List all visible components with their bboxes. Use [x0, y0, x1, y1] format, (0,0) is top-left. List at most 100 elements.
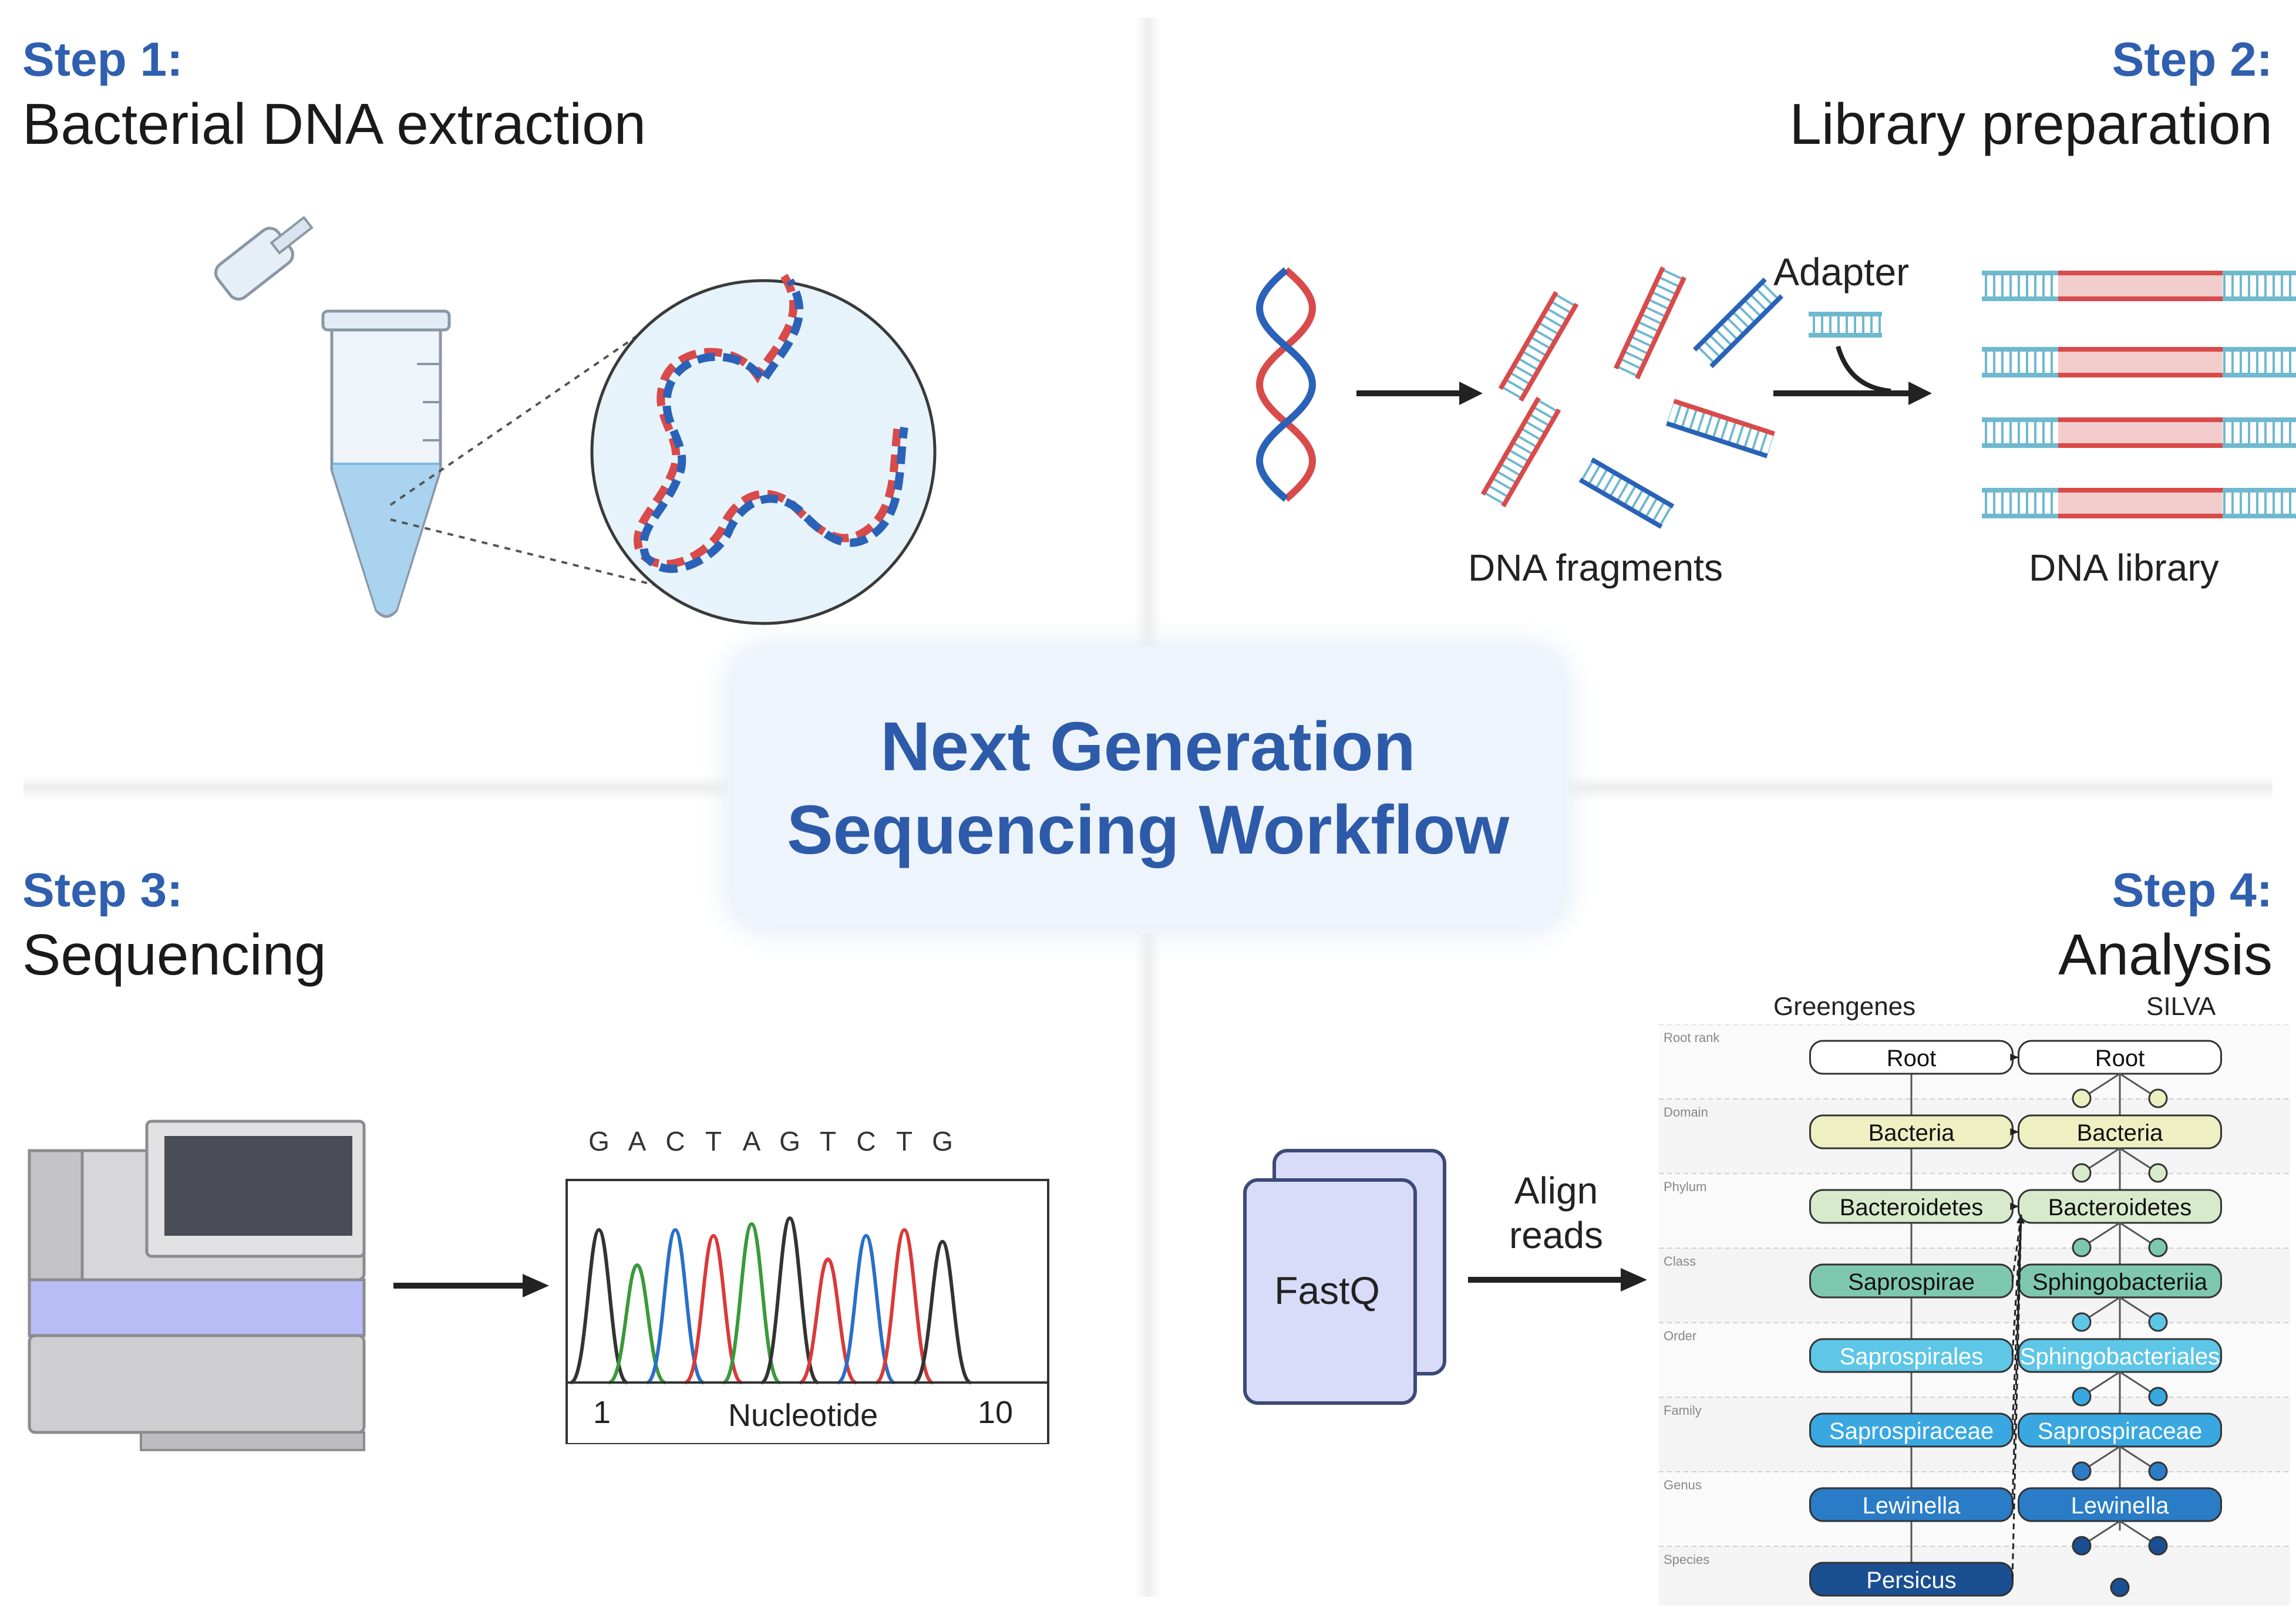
microcentrifuge-tube-icon — [214, 215, 451, 618]
peak-7 — [799, 1257, 857, 1384]
dna-fragments-label: DNA fragments — [1468, 547, 1723, 589]
greengenes-node-5-label: Saprospiraceae — [1829, 1418, 1994, 1444]
silva-branch-dot-2-1 — [2148, 1238, 2168, 1257]
dna-extraction-illustration — [214, 215, 937, 625]
rank-label-2: Phylum — [1664, 1179, 1706, 1194]
workflow-title-line-2: Sequencing Workflow — [786, 791, 1510, 869]
chromatogram-axis-end: 10 — [978, 1395, 1014, 1430]
base-call-10: G — [932, 1126, 953, 1157]
greengenes-node-7-label: Persicus — [1866, 1567, 1956, 1593]
arrow-to-chromatogram — [393, 1274, 549, 1297]
base-call-5: A — [743, 1126, 761, 1157]
fastq-label: FastQ — [1274, 1269, 1380, 1312]
step-2-label: Step 2: — [2112, 33, 2273, 86]
base-call-3: C — [665, 1126, 685, 1157]
greengenes-node-0-label: Root — [1887, 1046, 1937, 1071]
silva-branch-dot-0-0 — [2072, 1088, 2092, 1108]
fastq-file-icon — [1243, 1149, 1446, 1405]
base-call-2: A — [628, 1126, 647, 1157]
workflow-title-box: Next Generation Sequencing Workflow — [734, 650, 1562, 926]
sequencer-machine-icon — [28, 1120, 366, 1451]
zoom-line-bottom — [390, 518, 676, 591]
silva-branch-dot-2-0 — [2072, 1238, 2092, 1257]
adapter-join-arrow — [1836, 345, 1891, 393]
peak-4 — [684, 1233, 743, 1384]
peak-8 — [837, 1233, 895, 1384]
silva-node-1-label: Bacteria — [2077, 1120, 2163, 1146]
step-3-label: Step 3: — [22, 864, 183, 917]
silva-node-3-label: Sphingobacteriia — [2032, 1269, 2208, 1295]
rank-label-4: Order — [1664, 1329, 1696, 1343]
base-call-1: G — [588, 1126, 610, 1157]
rank-label-7: Species — [1664, 1552, 1709, 1567]
zoom-line-top — [389, 325, 653, 506]
chromatogram-axis-start: 1 — [593, 1395, 611, 1430]
silva-branch-dot-5-0 — [2072, 1461, 2092, 1481]
silva-branch-dot-1-1 — [2148, 1163, 2168, 1183]
dna-double-helix-icon — [1256, 267, 1316, 502]
silva-node-2-label: Bacteroidetes — [2048, 1195, 2192, 1220]
taxonomy-comparison-diagram: Root rankDomainPhylumClassOrderFamilyGen… — [1659, 1024, 2290, 1606]
silva-branch-dot-5-1 — [2148, 1461, 2168, 1481]
step-2-title: Library preparation — [1789, 92, 2273, 156]
dna-library-label: DNA library — [2029, 547, 2219, 589]
base-call-6: G — [779, 1126, 800, 1157]
base-call-7: T — [820, 1126, 836, 1157]
step-4-title: Analysis — [2058, 922, 2273, 987]
silva-node-0-label: Root — [2095, 1046, 2145, 1071]
dna-fragments-icon — [1480, 266, 1784, 529]
peak-2 — [608, 1263, 666, 1384]
peak-3 — [646, 1228, 705, 1384]
rank-label-0: Root rank — [1664, 1030, 1720, 1045]
base-call-9: T — [896, 1126, 913, 1157]
greengenes-node-6-label: Lewinella — [1863, 1493, 1961, 1519]
divider-vertical-top — [1134, 18, 1162, 646]
rank-label-6: Genus — [1664, 1478, 1702, 1492]
peak-6 — [760, 1216, 819, 1384]
step-4-label: Step 4: — [2112, 864, 2273, 917]
step-1-label: Step 1: — [22, 33, 183, 86]
greengenes-node-4-label: Saprospirales — [1840, 1344, 1984, 1370]
greengenes-node-3-label: Saprospirae — [1848, 1269, 1975, 1295]
silva-branch-dot-0-1 — [2148, 1088, 2168, 1108]
peak-5 — [722, 1222, 781, 1384]
greengenes-header: Greengenes — [1773, 992, 1916, 1021]
rank-label-5: Family — [1664, 1403, 1702, 1418]
divider-vertical-bottom — [1134, 933, 1162, 1597]
peak-10 — [913, 1239, 972, 1384]
step-3-title: Sequencing — [22, 922, 326, 987]
divider-horizontal-right — [1568, 775, 2273, 801]
dna-zoom-circle — [590, 274, 937, 625]
base-call-4: T — [705, 1126, 722, 1157]
silva-node-6-label: Lewinella — [2071, 1493, 2170, 1519]
mapping-arrow-6 — [2011, 1214, 2022, 1505]
mapping-arrow-7 — [2011, 1214, 2022, 1580]
divider-horizontal-left — [23, 775, 728, 801]
chromatogram-frame — [565, 1179, 1049, 1444]
silva-node-4-label: Sphingobacteriales — [2020, 1344, 2220, 1370]
silva-node-5-label: Saprospiraceae — [2038, 1418, 2202, 1444]
silva-branch-dot-4-0 — [2072, 1387, 2092, 1407]
library-prep-illustration — [1256, 266, 2296, 529]
base-call-8: C — [856, 1126, 876, 1157]
align-reads-label: Align reads — [1503, 1168, 1609, 1257]
silva-branch-dot-1-0 — [2072, 1163, 2092, 1183]
greengenes-node-1-label: Bacteria — [1869, 1120, 1955, 1146]
step-1-title: Bacterial DNA extraction — [22, 92, 647, 156]
peak-9 — [875, 1228, 934, 1384]
greengenes-node-2-label: Bacteroidetes — [1840, 1195, 1984, 1220]
rank-label-1: Domain — [1664, 1105, 1708, 1120]
adapter-label: Adapter — [1773, 250, 1910, 294]
align-label-line-1: Align — [1514, 1169, 1598, 1212]
dna-library-icon — [1982, 271, 2296, 518]
rank-label-3: Class — [1664, 1254, 1696, 1269]
silva-branch-dot-6-0 — [2072, 1536, 2092, 1556]
adapter-icon — [1809, 312, 1882, 338]
silva-header: SILVA — [2146, 992, 2216, 1021]
align-label-line-2: reads — [1509, 1214, 1604, 1256]
chromatogram-axis-label: Nucleotide — [728, 1398, 878, 1433]
peak-1 — [570, 1228, 628, 1384]
workflow-title-line-1: Next Generation — [880, 708, 1416, 785]
silva-branch-dot-6-1 — [2148, 1536, 2168, 1556]
